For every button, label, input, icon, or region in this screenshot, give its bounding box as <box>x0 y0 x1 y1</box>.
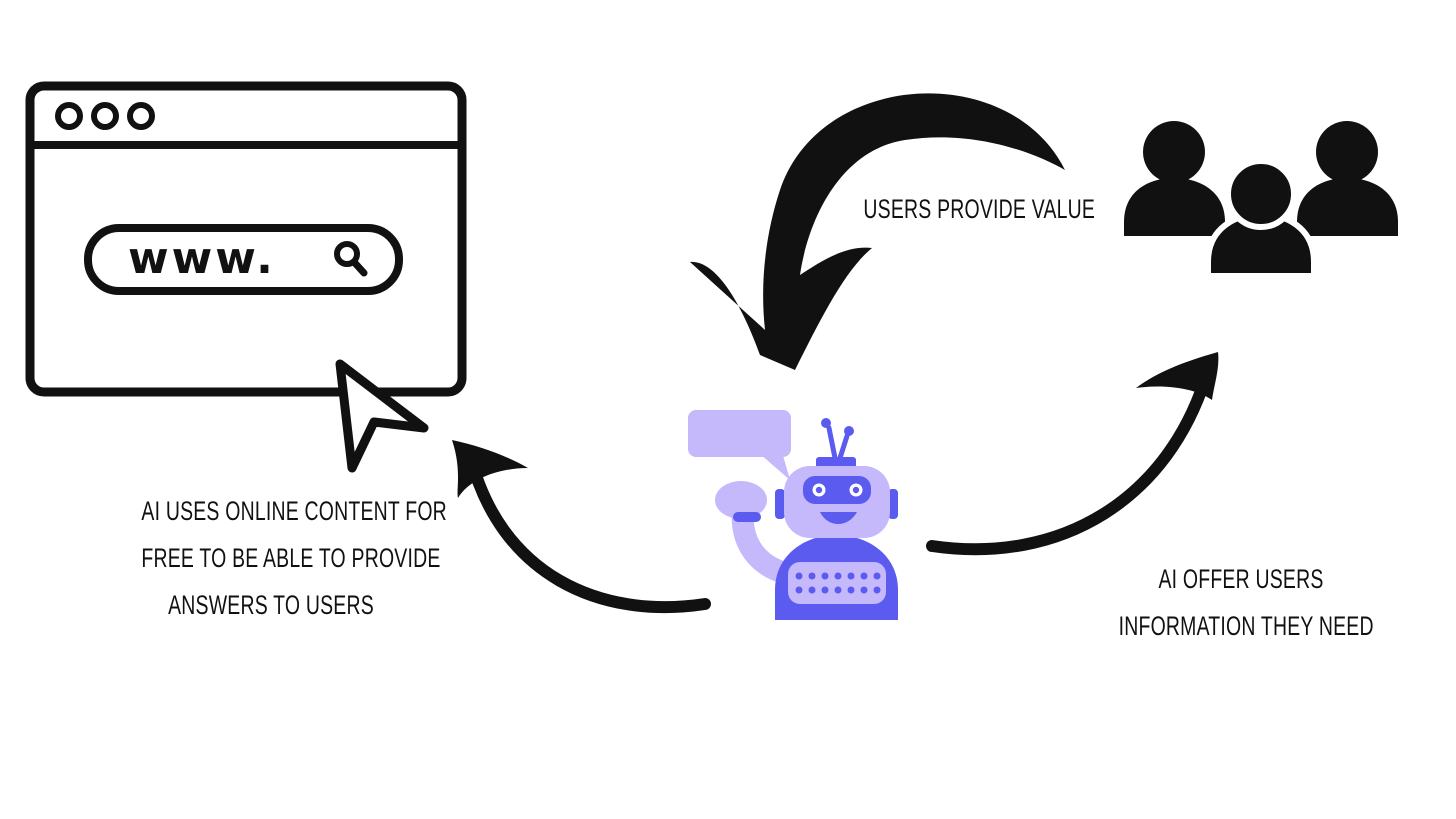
window-dots <box>55 102 155 130</box>
url-bar <box>84 224 403 295</box>
label-line: USERS PROVIDE VALUE <box>863 194 1096 224</box>
label-users-provide-value: USERS PROVIDE VALUE <box>863 186 1096 233</box>
label-line: AI USES ONLINE CONTENT FOR <box>141 496 447 526</box>
speech-bubble-icon <box>688 410 791 480</box>
label-ai-offer-users: AI OFFER USERS INFORMATION THEY NEED <box>1118 556 1374 650</box>
label-line: FREE TO BE ABLE TO PROVIDE <box>141 543 441 573</box>
label-ai-uses-content: AI USES ONLINE CONTENT FOR FREE TO BE AB… <box>141 488 447 629</box>
url-text: www. <box>128 233 276 284</box>
search-icon <box>334 241 368 277</box>
label-line: INFORMATION THEY NEED <box>1118 611 1374 641</box>
label-line: ANSWERS TO USERS <box>168 590 374 620</box>
label-line: AI OFFER USERS <box>1158 564 1324 594</box>
